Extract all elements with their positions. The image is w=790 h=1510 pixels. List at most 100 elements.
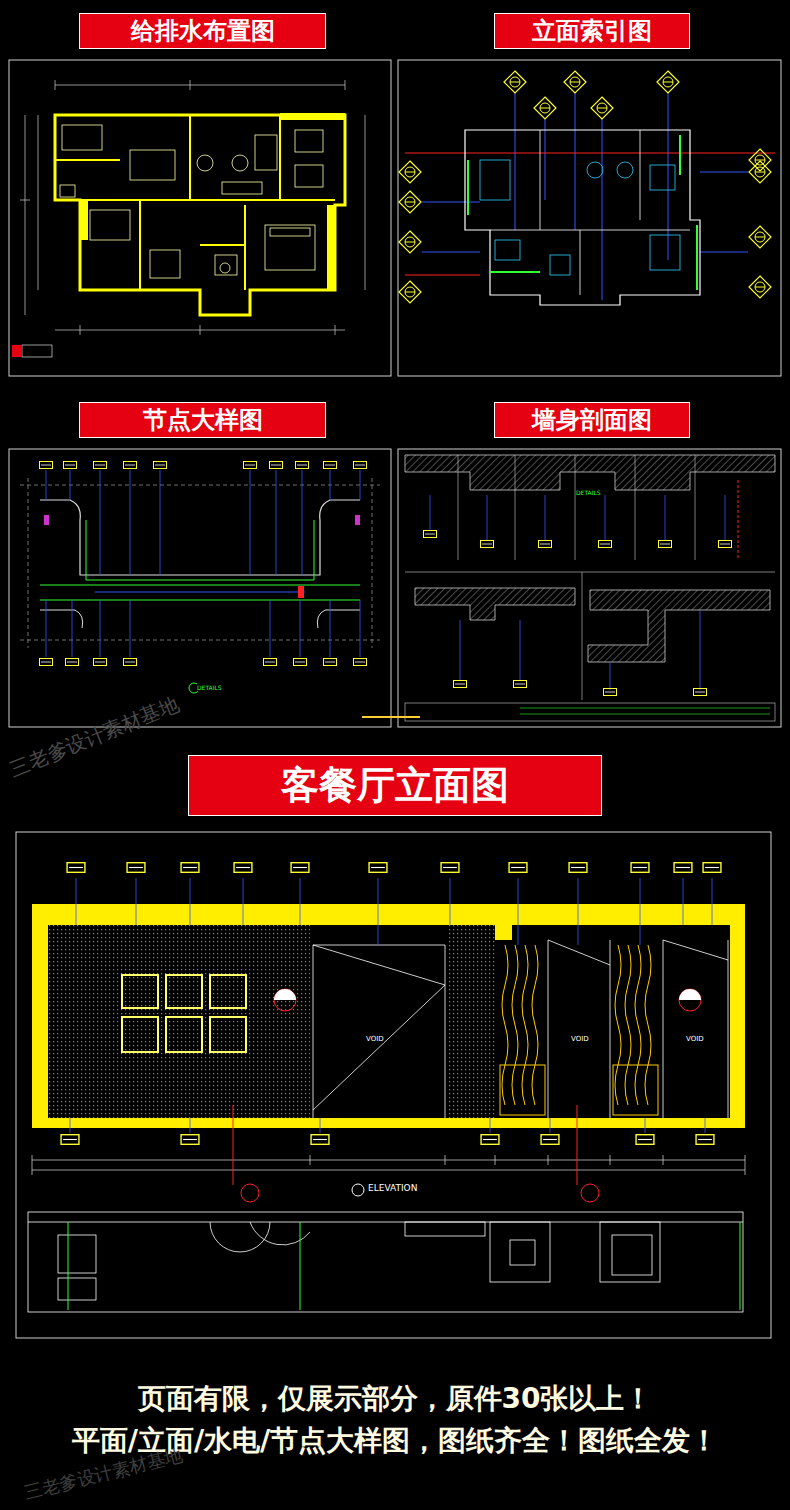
elevation-drawing-part-part [522,945,528,1105]
title-banner: 墙身剖面图 [494,402,690,438]
elevation-drawing-part-part [569,863,587,873]
index-plan-part [490,130,690,295]
detail-drawing-part-part [46,600,47,657]
elevation-drawing-part-part [243,878,244,925]
detail-drawing-part-part [86,520,87,580]
elevation-drawing-part-part [518,878,519,945]
detail-drawing-part [95,592,305,593]
wall-section-part-part [520,620,521,680]
detail-drawing-part-part [276,470,277,575]
water-plan-part-part [197,155,213,171]
wall-section-part-part [545,495,546,540]
wall-section-part-part [460,620,461,680]
detail-drawing-part [46,470,360,657]
wall-section-part-part [487,495,488,540]
elevation-drawing-part-part [122,975,158,1008]
elevation-drawing-part-part [241,1184,259,1202]
detail-drawing-part [40,500,360,575]
banner-title: 给排水布置图 [131,15,275,47]
wall-section-part [398,449,781,727]
promo-note: 页面有限，仅展示部分，原件30张以上！ [0,1380,790,1418]
detail-drawing-part-part [302,470,303,575]
elevation-drawing-part-part [610,940,611,1118]
detail-drawing-part-part [154,462,167,469]
elevation-drawing-part-part [300,878,301,925]
index-plan [398,60,781,376]
water-plan-part-part [80,199,335,201]
index-plan-part-part [640,130,641,220]
wall-section-part-part [599,541,612,548]
elevation-drawing-part [32,904,745,925]
index-plan-part-part [657,71,679,93]
elevation-drawing-part-part [190,1118,191,1133]
elevation-drawing-part-part [645,945,651,1105]
index-plan-part [399,71,771,303]
detail-drawing-part [20,478,380,648]
elevation-drawing-part-part [541,1135,559,1145]
water-plan-part-part [200,244,245,246]
water-plan-part-part [139,200,141,290]
detail-drawing-part-part [360,600,361,657]
elevation-drawing-part-part [663,940,728,960]
elevation-drawing-part-part [500,1065,545,1115]
elevation-drawing-part-part [512,945,518,1105]
water-plan-part [20,80,365,335]
elevation-drawing-part-part [313,985,445,1110]
elevation-drawing-part-part [313,945,445,985]
elevation-drawing-part [679,989,701,1000]
void-text: VOID [686,1035,704,1043]
water-plan-part-part [55,80,56,90]
water-plan-part-part [270,228,310,236]
elevation-drawing-part-part [712,878,713,925]
elevation-drawing-part-part [490,1222,550,1282]
elevation-drawing-part-part [369,863,387,873]
wall-section-part-part [635,455,636,560]
elevation-drawing [16,832,771,1338]
wall-section-part-part [665,495,666,540]
detail-drawing-part-part [354,659,367,666]
detail-drawing-part-part [100,600,101,657]
detail-drawing-part-part [130,600,131,657]
index-plan-part-part [587,162,603,178]
elevation-drawing-part-part [166,975,202,1008]
water-plan-part-part [55,159,120,161]
elevation-drawing-part-part [635,945,641,1105]
details-mark: DETAILS [197,684,222,691]
wall-section-part-part [610,662,611,690]
elevation-drawing-part-part [127,863,145,873]
detail-drawing-part-part [130,470,131,575]
elevation-drawing-part-part [663,940,664,1118]
detail-drawing-part-part [270,600,271,657]
elevation-drawing-part [61,863,721,1145]
elevation-drawing-part [32,1118,745,1128]
elevation-drawing-part-part [679,989,701,1011]
wall-section-part-part [405,572,775,573]
void-text: VOID [366,1035,384,1043]
elevation-drawing-part-part [233,1105,234,1185]
water-plan-part-part [255,135,277,170]
index-plan-part-part [650,235,680,270]
elevation-drawing-part [448,925,495,1118]
water-plan-part-part [90,210,130,240]
wall-section-part [738,480,739,560]
elevation-drawing-part-part [631,863,649,873]
index-plan-part-part [504,71,526,93]
elevation-drawing-part-part [190,878,191,925]
wall-section-part-part [424,531,437,538]
index-plan-part-part [540,130,541,230]
elevation-drawing-part-part [136,878,137,925]
promo-note: 平面/立面/水电/节点大样图，图纸齐全！图纸全发！ [0,1422,790,1460]
index-plan-part [480,160,680,275]
index-plan-part-part [700,252,748,253]
index-plan-part-part [679,135,681,175]
water-plan-part [60,125,323,278]
elevation-drawing-part-part [613,1065,658,1115]
index-plan-part [422,92,748,300]
elevation-drawing-part [313,940,728,1118]
elevation-drawing-part-part [612,1235,652,1275]
elevation-drawing-part [28,1212,743,1312]
elevation-drawing-part-part [495,1155,496,1165]
elevation-drawing-part [16,832,771,1338]
detail-drawing-part-part [94,462,107,469]
water-plan-part-part [200,325,201,335]
